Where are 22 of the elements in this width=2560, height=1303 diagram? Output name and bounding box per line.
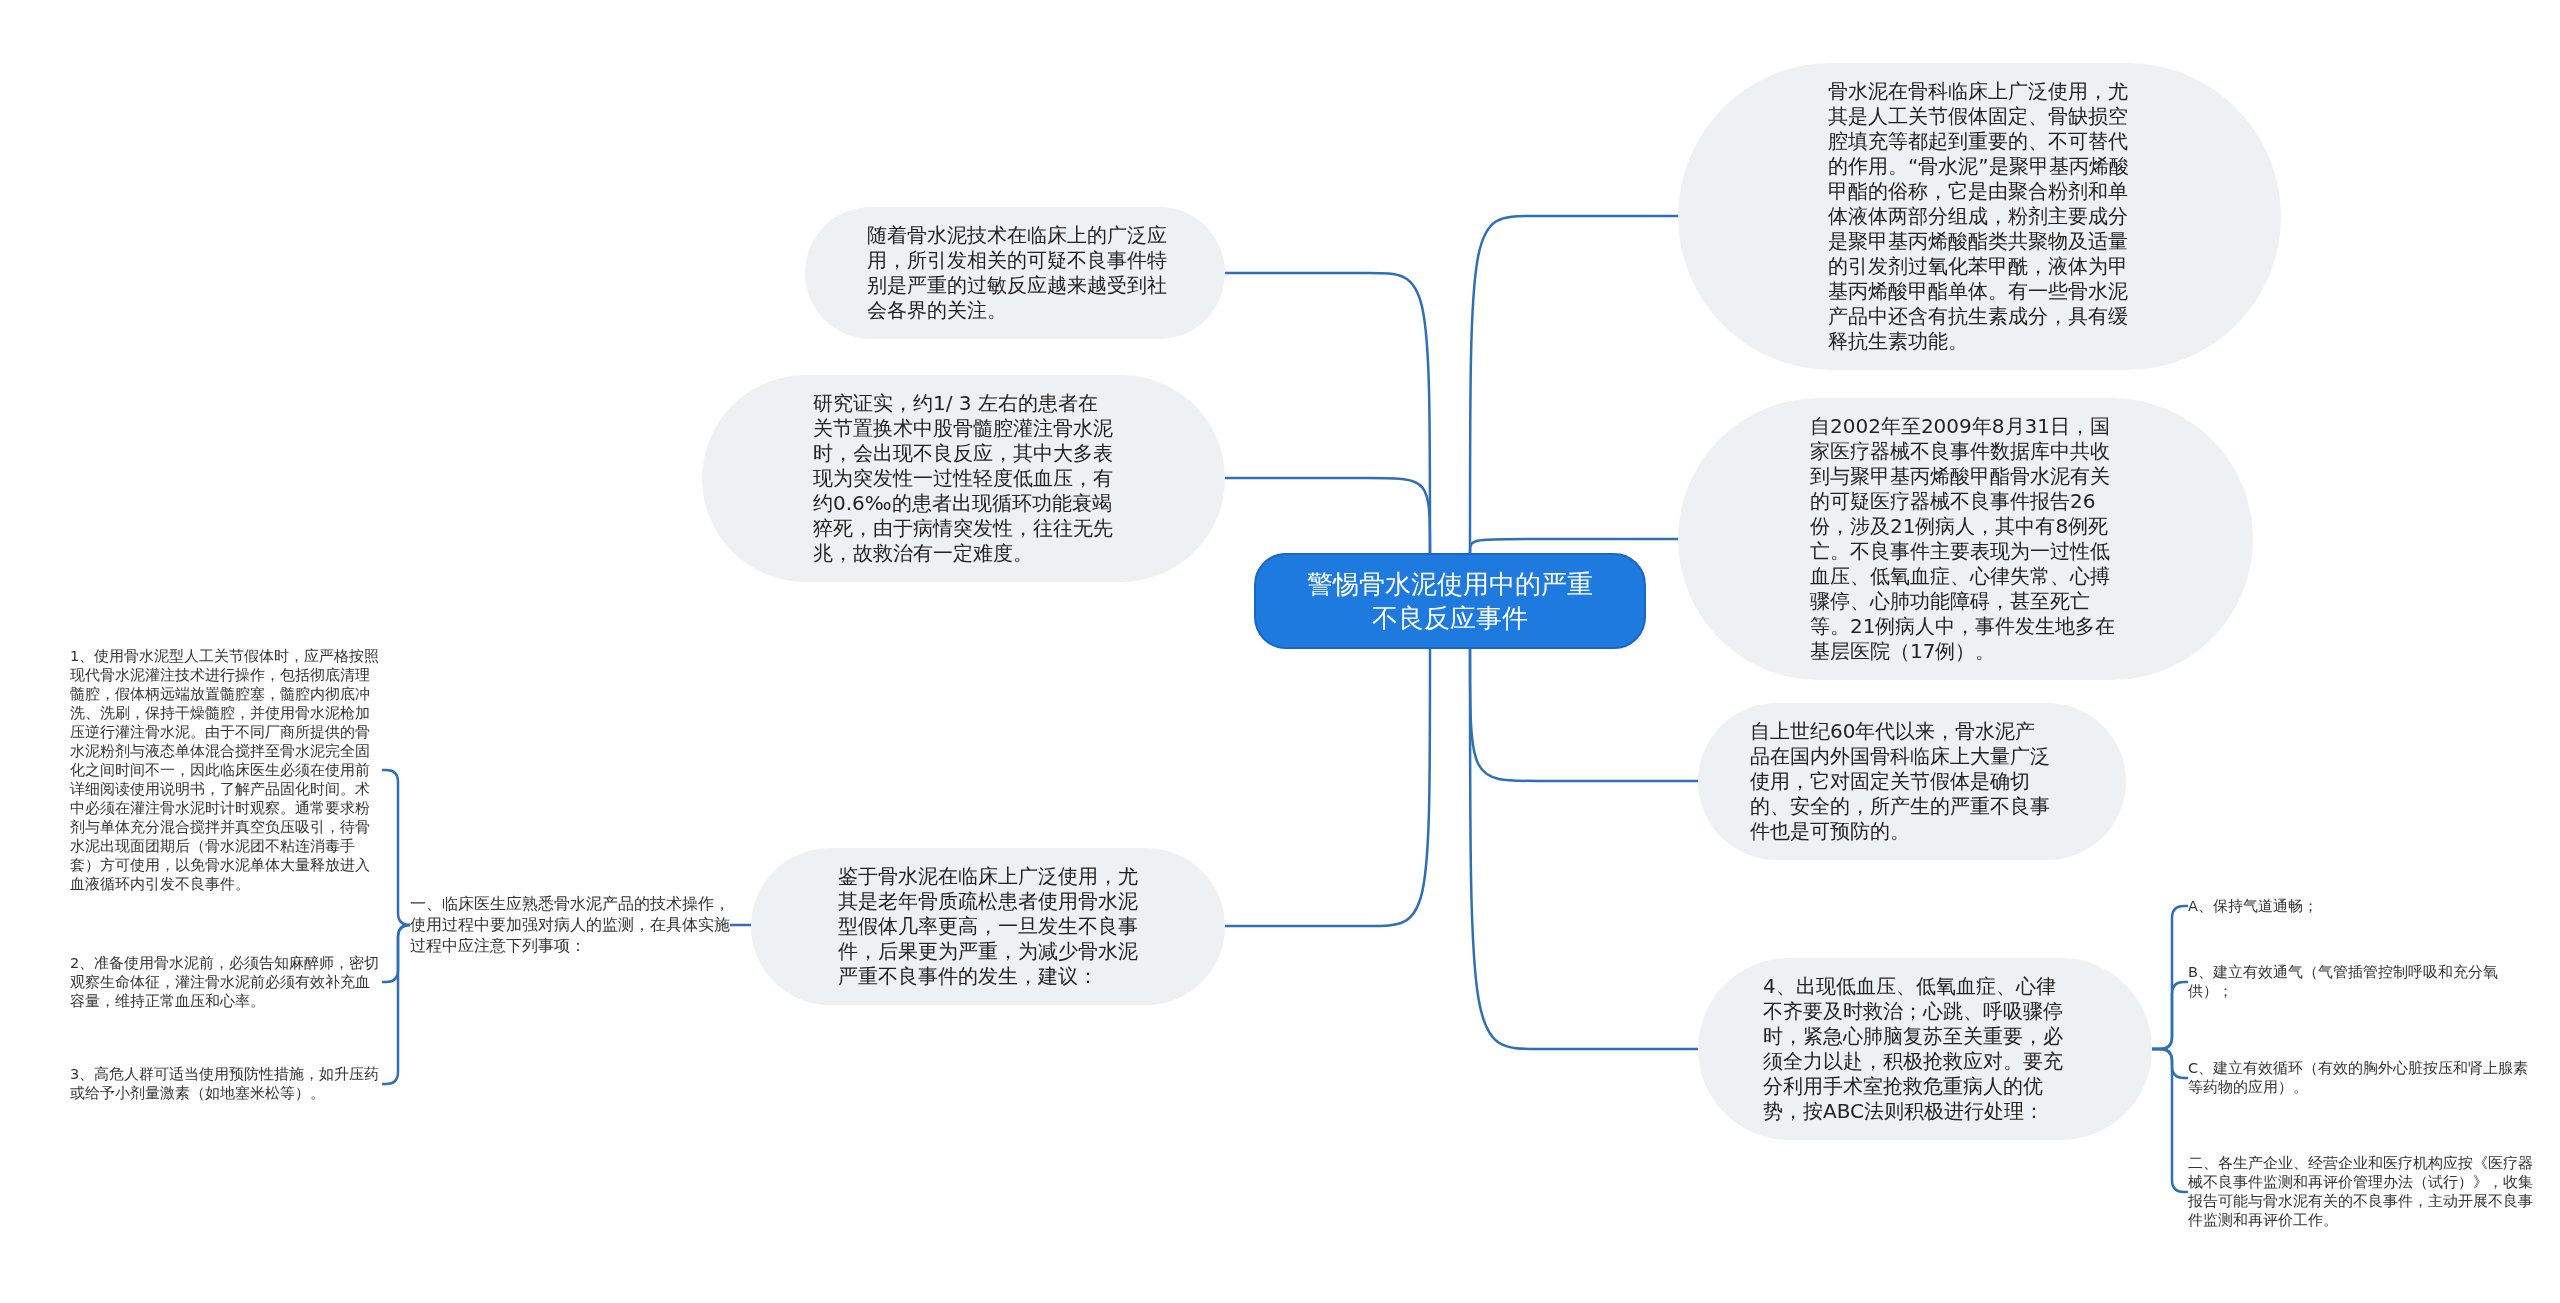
note-text: 1、使用骨水泥型人工关节假体时，应严格按照现代骨水泥灌注技术进行操作，包括彻底清理髓腔，假体柄远端放置髓腔塞，髓腔内彻底冲洗、洗刷，保持干燥髓腔，并使用骨水泥枪加压逆行灌注骨水泥。由于不同厂商所提供的骨水泥粉剂与液态单体混合搅拌至骨水泥完全固化之间时间不一，因此临床医生必须在使用前详细阅读使用说明书，了解产品固化时间。术中必须在灌注骨水泥时计时观察。通常要求粉剂与单体充分混合搅拌并真空负压吸引，待骨水泥出现面团期后（骨水泥团不粘连消毒手套）方可使用，以免骨水泥单体大量释放进入血液循环内引发不良事件。 [70,646,382,894]
note-text: 2、准备使用骨水泥前，必须告知麻醉师，密切观察生命体征，灌注骨水泥前必须有效补充血容量，维持正常血压和心率。 [70,953,382,1011]
connector-line [1225,476,1432,553]
connector-line [730,923,751,927]
topic-text: 鉴于骨水泥在临床上广泛使用，尤其是老年骨质疏松患者使用骨水泥型假体几率更高，一旦发生不良事件，后果更为严重，为减少骨水泥严重不良事件的发生，建议： [838,863,1139,989]
note-text: 一、临床医生应熟悉骨水泥产品的技术操作，使用过程中要加强对病人的监测，在具体实施过程中应注意下列事项： [410,893,730,957]
central-topic-bubble [1254,553,1646,649]
note-text: 3、高危人群可适当使用预防性措施，如升压药或给予小剂量激素（如地塞米松等）。 [70,1065,382,1103]
topic-text: 4、出现低血压、低氧血症、心律不齐要及时救治；心跳、呼吸骤停时，紧急心肺脑复苏至关重要，必须全力以赴，积极抢救应对。要充分利用手术室抢救危重病人的优势，按ABC法则积极进行处理： [1763,974,2064,1124]
note-text: 二、各生产企业、经营企业和医疗机构应按《医疗器械不良事件监测和再评价管理办法（试行）》，收集报告可能与骨水泥有关的不良事件，主动开展不良事件监测和再评价工作。 [2188,1154,2538,1230]
central-topic-text: 警惕骨水泥使用中的严重不良反应事件 [1306,568,1594,635]
connector-line [1468,537,1678,553]
note-text: A、保持气道通畅； [2188,896,2538,916]
topic-text: 自2002年至2009年8月31日，国家医疗器械不良事件数据库中共收到与聚甲基丙烯酸甲酯骨水泥有关的可疑医疗器械不良事件报告26份，涉及21例病人，其中有8例死亡。不良事件主要表现为一过性低血压、低氧血症、心律失常、心搏骤停、心肺功能障碍，甚至死亡等。21例病人中，事件发生地多在基层医院（17例）。 [1810,414,2117,664]
connector-line [1468,649,1698,1051]
topic-text: 随着骨水泥技术在临床上的广泛应用，所引发相关的可疑不良事件特别是严重的过敏反应越来越受到社会各界的关注。 [867,223,1167,323]
note-text: C、建立有效循环（有效的胸外心脏按压和肾上腺素等药物的应用）。 [2188,1059,2538,1097]
note-text: B、建立有效通气（气管插管控制呼吸和充分氧供）； [2188,963,2538,1001]
topic-text: 研究证实，约1/ 3 左右的患者在关节置换术中股骨髓腔灌注骨水泥时，会出现不良反应，其中大多表现为突发性一过性轻度低血压，有约0.6‰的患者出现循环功能衰竭猝死，由于病情突发性，往往无先兆，故救治有一定难度。 [813,390,1114,566]
connector-line [1225,649,1432,928]
topic-text: 自上世纪60年代以来，骨水泥产品在国内外国骨科临床上大量广泛使用，它对固定关节假体是确切的、安全的，所产生的严重不良事件也是可预防的。 [1750,718,2051,844]
topic-text: 骨水泥在骨科临床上广泛使用，尤其是人工关节假体固定、骨缺损空腔填充等都起到重要的、不可替代的作用。“骨水泥”是聚甲基丙烯酸甲酯的俗称，它是由聚合粉剂和单体液体两部分组成，粉剂主要成分是聚甲基丙烯酸酯类共聚物及适量的引发剂过氧化苯甲酰，液体为甲基丙烯酸甲酯单体。有一些骨水泥产品中还含有抗生素成分，具有缓释抗生素功能。 [1828,78,2130,354]
